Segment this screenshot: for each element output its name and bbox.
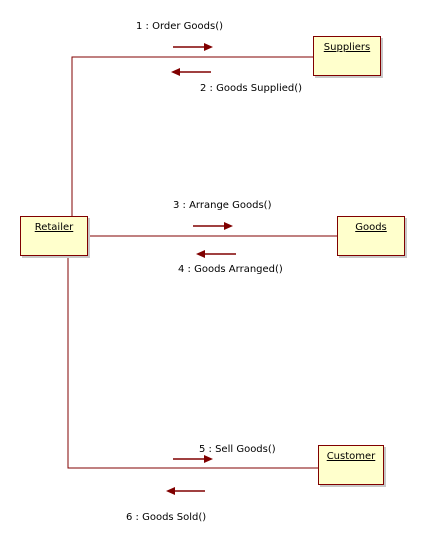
arrow-arrange-goods [193,222,233,230]
object-customer-label: Customer [326,451,376,462]
arrow-order-goods [173,43,213,51]
message-goods-supplied: 2 : Goods Supplied() [200,83,303,94]
link-retailer-suppliers [71,56,313,216]
object-retailer[interactable]: Retailer [20,216,88,256]
message-goods-sold: 6 : Goods Sold() [126,512,207,523]
arrow-goods-supplied [171,68,211,76]
arrow-goods-sold [166,487,205,495]
message-sell-goods: 5 : Sell Goods() [199,444,276,455]
object-suppliers-label: Suppliers [323,42,371,53]
object-goods-label: Goods [355,222,387,233]
object-customer[interactable]: Customer [318,445,384,485]
object-suppliers[interactable]: Suppliers [313,36,381,76]
object-goods[interactable]: Goods [337,216,405,256]
message-goods-arranged: 4 : Goods Arranged() [178,264,283,275]
message-order-goods: 1 : Order Goods() [136,21,224,32]
message-arrange-goods: 3 : Arrange Goods() [173,200,272,211]
arrow-goods-arranged [196,250,236,258]
arrow-sell-goods [173,455,213,463]
object-retailer-label: Retailer [34,222,74,233]
link-retailer-customer [67,255,318,469]
